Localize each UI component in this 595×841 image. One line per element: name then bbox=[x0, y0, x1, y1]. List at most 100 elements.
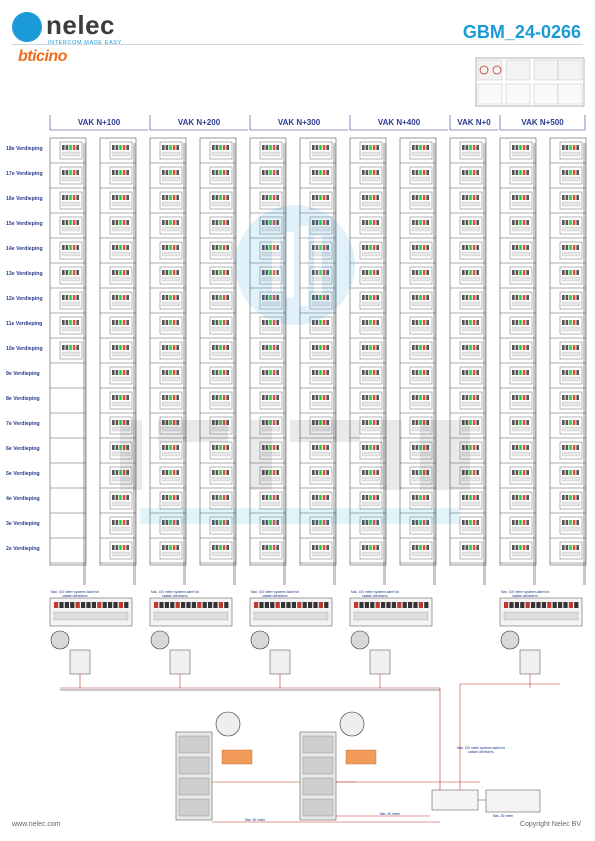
device-terminal bbox=[265, 145, 269, 150]
module-terminal bbox=[270, 602, 275, 608]
device-terminal bbox=[315, 495, 319, 500]
module-terminal bbox=[520, 602, 525, 608]
device-terminal bbox=[165, 320, 169, 325]
device-frame bbox=[159, 166, 183, 185]
device-terminal bbox=[562, 470, 565, 475]
device-frame bbox=[309, 341, 333, 360]
device-terminal bbox=[172, 370, 176, 375]
intercom-device bbox=[209, 316, 233, 335]
intercom-device bbox=[159, 141, 183, 160]
shaft-label: VAK N+500 bbox=[521, 118, 564, 127]
module-terminal bbox=[97, 602, 102, 608]
rack-unit bbox=[302, 735, 334, 754]
device-terminal bbox=[219, 220, 222, 225]
device-terminal bbox=[362, 295, 365, 300]
intercom-device bbox=[409, 216, 433, 235]
brand-tagline: INTERCOM MADE EASY bbox=[48, 40, 122, 46]
device-frame bbox=[559, 441, 583, 460]
device-module bbox=[561, 176, 581, 182]
device-terminal bbox=[222, 545, 226, 550]
cable-length-note: Max. 100 meter systeem-kabel tot laatste… bbox=[150, 590, 199, 598]
device-frame bbox=[109, 241, 133, 260]
floor-label: 5e Verdieping bbox=[6, 471, 40, 477]
device-terminal bbox=[472, 420, 476, 425]
device-frame bbox=[559, 191, 583, 210]
device-terminal bbox=[69, 145, 72, 150]
device-terminal bbox=[126, 420, 129, 425]
intercom-device bbox=[459, 291, 483, 310]
device-terminal bbox=[562, 520, 565, 525]
device-terminal bbox=[269, 145, 272, 150]
device-frame bbox=[459, 216, 483, 235]
device-terminal bbox=[512, 520, 515, 525]
device-terminal bbox=[362, 370, 365, 375]
device-terminal bbox=[476, 520, 479, 525]
device-frame bbox=[559, 166, 583, 185]
device-terminal bbox=[522, 545, 526, 550]
device-terminal bbox=[372, 195, 376, 200]
intercom-device bbox=[59, 166, 83, 185]
device-terminal bbox=[369, 520, 372, 525]
device-terminal bbox=[562, 220, 565, 225]
device-terminal bbox=[522, 195, 526, 200]
device-terminal bbox=[569, 520, 572, 525]
device-terminal bbox=[112, 145, 115, 150]
device-terminal bbox=[65, 345, 69, 350]
device-terminal bbox=[372, 420, 376, 425]
device-terminal bbox=[115, 345, 119, 350]
device-frame bbox=[159, 491, 183, 510]
device-terminal bbox=[265, 420, 269, 425]
device-terminal bbox=[412, 320, 415, 325]
interface-module bbox=[519, 649, 541, 675]
intercom-device bbox=[459, 166, 483, 185]
device-module bbox=[61, 251, 81, 257]
device-terminal bbox=[319, 245, 322, 250]
module-terminal bbox=[297, 602, 302, 608]
device-frame bbox=[159, 291, 183, 310]
device-terminal bbox=[272, 145, 276, 150]
device-terminal bbox=[362, 195, 365, 200]
intercom-device bbox=[259, 391, 283, 410]
intercom-device bbox=[309, 191, 333, 210]
device-frame bbox=[509, 266, 533, 285]
device-terminal bbox=[365, 520, 369, 525]
device-frame bbox=[259, 216, 283, 235]
device-module bbox=[411, 551, 431, 557]
device-terminal bbox=[119, 145, 122, 150]
intercom-device bbox=[259, 516, 283, 535]
device-terminal bbox=[522, 320, 526, 325]
device-terminal bbox=[165, 445, 169, 450]
device-terminal bbox=[469, 345, 472, 350]
device-frame bbox=[359, 266, 383, 285]
device-terminal bbox=[176, 545, 179, 550]
intercom-device bbox=[409, 491, 433, 510]
device-terminal bbox=[222, 345, 226, 350]
rack-unit bbox=[178, 798, 210, 817]
footer-url[interactable]: www.nelec.com bbox=[12, 821, 61, 828]
device-frame bbox=[459, 266, 483, 285]
device-terminal bbox=[519, 445, 522, 450]
device-frame bbox=[559, 316, 583, 335]
device-terminal bbox=[476, 395, 479, 400]
device-terminal bbox=[326, 370, 329, 375]
device-terminal bbox=[326, 220, 329, 225]
legend-panel bbox=[557, 59, 583, 81]
device-terminal bbox=[226, 495, 229, 500]
intercom-device bbox=[109, 541, 133, 560]
device-terminal bbox=[419, 195, 422, 200]
device-terminal bbox=[215, 245, 219, 250]
device-terminal bbox=[562, 495, 565, 500]
module-terminal bbox=[259, 602, 264, 608]
device-terminal bbox=[515, 420, 519, 425]
device-terminal bbox=[462, 495, 465, 500]
device-terminal bbox=[569, 545, 572, 550]
device-terminal bbox=[322, 195, 326, 200]
device-frame bbox=[559, 366, 583, 385]
device-terminal bbox=[215, 270, 219, 275]
device-terminal bbox=[312, 370, 315, 375]
device-module bbox=[111, 276, 131, 282]
device-terminal bbox=[319, 520, 322, 525]
device-frame bbox=[459, 466, 483, 485]
device-frame bbox=[459, 416, 483, 435]
device-terminal bbox=[469, 245, 472, 250]
